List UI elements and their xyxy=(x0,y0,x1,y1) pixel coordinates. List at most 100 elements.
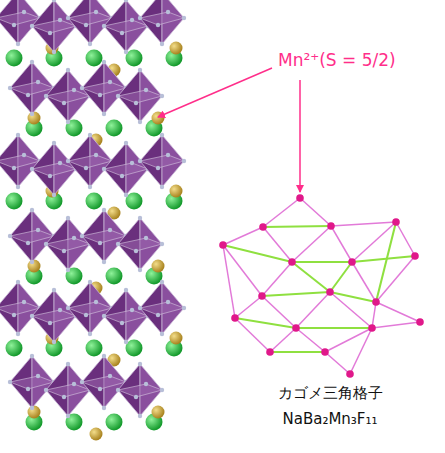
octahedron-face xyxy=(140,302,184,315)
f-atom xyxy=(160,94,164,98)
f-atom xyxy=(94,10,98,14)
f-atom xyxy=(30,167,34,171)
bond-line xyxy=(262,292,330,296)
na-atom xyxy=(28,260,41,273)
bond-line xyxy=(262,262,292,296)
f-atom xyxy=(108,374,112,378)
mn-site xyxy=(292,324,300,332)
ba-atom xyxy=(66,268,83,285)
f-atom xyxy=(30,60,34,64)
f-atom xyxy=(44,94,48,98)
octahedron-face xyxy=(82,230,126,243)
f-atom xyxy=(102,24,106,28)
f-atom xyxy=(138,68,142,72)
f-atom xyxy=(102,314,106,318)
octahedron-face xyxy=(46,384,90,397)
f-atom xyxy=(102,354,106,358)
mn-site xyxy=(368,324,376,332)
ba-atom xyxy=(86,193,103,210)
f-atom xyxy=(130,308,134,312)
f-atom xyxy=(120,321,124,325)
ba-atom xyxy=(86,50,103,67)
f-atom xyxy=(58,161,62,165)
bond-line xyxy=(223,245,292,262)
bond-line xyxy=(270,351,325,353)
octahedron-face xyxy=(118,90,162,103)
f-atom xyxy=(88,42,92,46)
bond-line xyxy=(300,198,331,226)
f-atom xyxy=(66,16,70,20)
f-atom xyxy=(52,50,56,54)
bond-line xyxy=(292,261,352,263)
f-atom xyxy=(138,16,142,20)
f-atom xyxy=(52,141,56,145)
f-atom xyxy=(48,174,52,178)
f-atom xyxy=(30,314,34,318)
f-atom xyxy=(160,242,164,246)
f-atom xyxy=(130,161,134,165)
octahedron-face xyxy=(104,310,148,323)
f-atom xyxy=(12,23,16,27)
f-atom xyxy=(88,332,92,336)
f-atom xyxy=(160,42,164,46)
f-atom xyxy=(120,31,124,35)
octahedron-face xyxy=(32,310,76,323)
bond-line xyxy=(263,226,331,227)
f-atom xyxy=(160,388,164,392)
f-atom xyxy=(80,380,84,384)
octahedron-face xyxy=(46,238,90,251)
na-atom xyxy=(152,260,165,273)
na-atom xyxy=(28,112,41,125)
f-atom xyxy=(88,280,92,284)
f-atom xyxy=(124,340,128,344)
f-atom xyxy=(130,18,134,22)
mn-site xyxy=(416,318,424,326)
octahedron-face xyxy=(118,384,162,397)
na-atom xyxy=(152,112,165,125)
ba-atom xyxy=(106,414,123,431)
f-atom xyxy=(22,10,26,14)
octahedron-face xyxy=(10,82,54,95)
f-atom xyxy=(102,60,106,64)
f-atom xyxy=(160,332,164,336)
f-atom xyxy=(94,300,98,304)
f-atom xyxy=(48,31,52,35)
mn-site xyxy=(321,348,329,356)
f-atom xyxy=(52,0,56,2)
f-atom xyxy=(22,300,26,304)
bond-line xyxy=(325,352,350,374)
mn-site xyxy=(392,218,400,226)
f-atom xyxy=(88,133,92,137)
ba-atom xyxy=(66,414,83,431)
f-atom xyxy=(36,228,40,232)
f-atom xyxy=(116,242,120,246)
mn-site xyxy=(288,258,296,266)
f-atom xyxy=(102,406,106,410)
mn-site xyxy=(259,223,267,231)
ba-atom xyxy=(106,120,123,137)
f-atom xyxy=(98,93,102,97)
f-atom xyxy=(160,133,164,137)
f-atom xyxy=(44,388,48,392)
mn-site xyxy=(258,292,266,300)
octahedron-face xyxy=(32,20,76,33)
f-atom xyxy=(138,414,142,418)
mn-site xyxy=(266,348,274,356)
f-atom xyxy=(66,414,70,418)
f-atom xyxy=(66,120,70,124)
f-atom xyxy=(16,280,20,284)
f-atom xyxy=(134,395,138,399)
octahedron-face xyxy=(82,82,126,95)
f-atom xyxy=(98,387,102,391)
f-atom xyxy=(26,387,30,391)
f-atom xyxy=(44,242,48,246)
f-atom xyxy=(62,249,66,253)
f-atom xyxy=(144,382,148,386)
octahedron-face xyxy=(104,163,148,176)
mn-site xyxy=(296,194,304,202)
octahedron-face xyxy=(82,376,126,389)
f-atom xyxy=(120,174,124,178)
f-atom xyxy=(134,101,138,105)
octahedron-face xyxy=(68,302,112,315)
octahedron-face xyxy=(46,90,90,103)
